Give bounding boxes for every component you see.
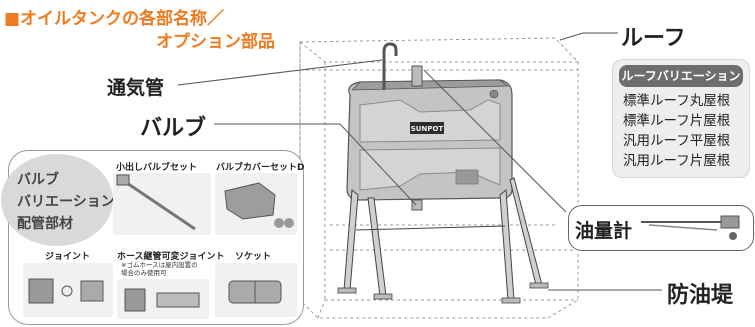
parts-panel: バルブ バリエーション 配管部材 小出しバルブセット バルブカバーセットD ジョ… (1, 150, 305, 325)
valve (411, 199, 423, 211)
roof-variation-item: 汎用ルーフ片屋根 (623, 153, 731, 169)
oil-gauge-icon (641, 215, 740, 240)
roof-variation-item: 標準ルーフ片屋根 (623, 113, 731, 129)
roof-variation-item: 汎用ルーフ平屋根 (623, 133, 731, 149)
gauge-stub (411, 65, 423, 87)
roof-variation-list: 標準ルーフ丸屋根 標準ルーフ片屋根 汎用ルーフ平屋根 汎用ルーフ片屋根 (623, 91, 730, 171)
page-subtitle: オプション部品 (156, 32, 275, 52)
joint-image (23, 263, 113, 317)
part-label-hose-joint: ホース継管可変ジョイント (117, 252, 225, 262)
part-label-socket: ソケット (235, 252, 272, 262)
socket-image (215, 263, 297, 317)
oil-gauge-label: 油量計 (575, 220, 633, 242)
roof-variation-box: ルーフバリエーション 標準ルーフ丸屋根 標準ルーフ片屋根 汎用ルーフ平屋根 汎用… (612, 59, 750, 178)
oil-dike-label: 防油堤 (667, 283, 734, 308)
tank-legs (343, 177, 543, 301)
valve-cover-set-image (215, 173, 297, 235)
roof-label: ルーフ (621, 26, 686, 51)
page-title: ■オイルタンクの各部名称／ (4, 9, 225, 29)
tank-nameplate: SUNPOT (411, 125, 444, 133)
hose-joint-note-1: ※ゴムホースは屋内設置の (121, 261, 198, 269)
small-valve-set-image (113, 173, 211, 235)
variation-circle (1, 154, 113, 246)
vent-pipe-label: 通気管 (107, 77, 165, 99)
variation-text-variation: バリエーション (17, 194, 115, 210)
variation-text-valve: バルブ (17, 172, 59, 188)
hose-joint-image (117, 279, 209, 319)
roof-variation-item: 標準ルーフ丸屋根 (623, 93, 731, 109)
part-label-valve-cover-set: バルブカバーセットD (216, 163, 305, 173)
hose-joint-note-2: 場合のみ使用可 (121, 269, 167, 277)
part-label-joint: ジョイント (45, 252, 91, 262)
part-label-small-valve-set: 小出しバルブセット (116, 163, 198, 173)
roof-variation-title: ルーフバリエーション (619, 65, 743, 87)
leader-lines (177, 32, 662, 291)
oil-gauge-box: 油量計 (568, 205, 754, 251)
vent-pipe (382, 42, 398, 90)
leg-feet (337, 282, 549, 304)
valve-label: バルブ (140, 116, 207, 141)
variation-text-piping: 配管部材 (17, 216, 73, 232)
tank-body (346, 79, 513, 201)
